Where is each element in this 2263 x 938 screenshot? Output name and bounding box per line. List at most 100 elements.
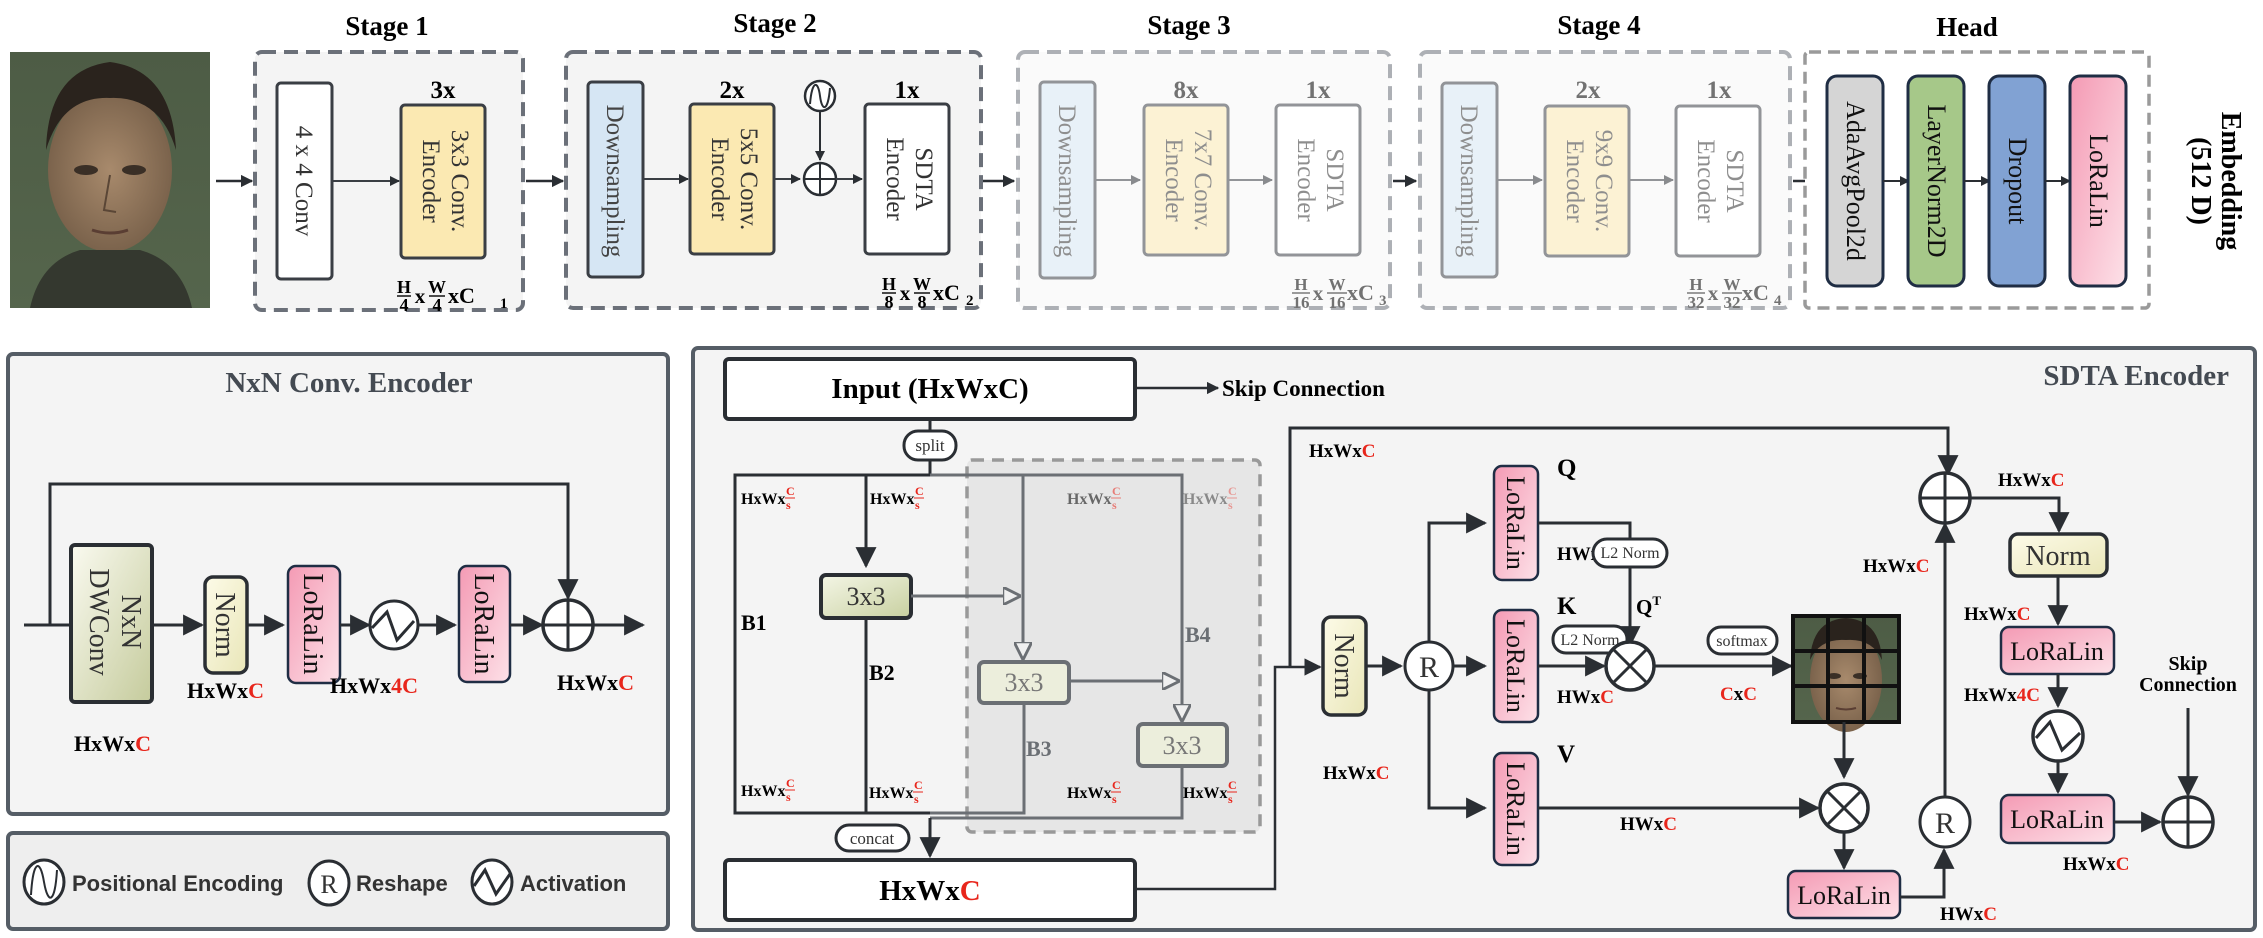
- svg-text:5x5 Conv.: 5x5 Conv.: [735, 128, 762, 231]
- svg-text:H: H: [882, 274, 896, 294]
- sdta-encoder-block[interactable]: [1274, 103, 1362, 257]
- legend-panel: Positional Encoding R Reshape Activation: [6, 831, 670, 931]
- svg-text:LoRaLin: LoRaLin: [1501, 619, 1530, 713]
- svg-text:32: 32: [1688, 293, 1705, 312]
- svg-text:Downsampling: Downsampling: [601, 105, 628, 258]
- dim-mlp-out: HxWxC: [2063, 854, 2130, 875]
- branch-label-b3: B3: [1026, 736, 1052, 761]
- svg-text:C: C: [1112, 778, 1121, 792]
- qt-label: QT: [1636, 593, 1661, 619]
- repeat-count: 3x: [431, 77, 457, 104]
- svg-text:Embedding: Embedding: [2215, 112, 2246, 251]
- svg-text:s: s: [1228, 792, 1233, 806]
- svg-text:LoRaLin: LoRaLin: [1797, 881, 1891, 910]
- svg-text:Encoder: Encoder: [881, 137, 908, 221]
- loralin-out-proj[interactable]: [1786, 869, 1902, 920]
- svg-text:x: x: [1313, 281, 1324, 305]
- l2norm-pill-k: [1551, 624, 1629, 655]
- svg-text:Encoder: Encoder: [1692, 139, 1719, 223]
- concat-pill: [834, 823, 911, 853]
- panel-title: NxN Conv. Encoder: [225, 367, 472, 399]
- svg-text:Downsampling: Downsampling: [1053, 105, 1080, 258]
- branch-dim-b4-top: HxWx C s: [1183, 484, 1237, 512]
- svg-text:s: s: [1228, 498, 1233, 512]
- conv3x3-encoder-block[interactable]: [399, 103, 487, 260]
- k-label: K: [1557, 593, 1577, 620]
- skip-connection-label: Skip Connection: [1222, 376, 1385, 401]
- reshape-icon: R: [1403, 640, 1455, 692]
- dim-cxc: CxC: [1720, 684, 1757, 705]
- svg-text:Dropout: Dropout: [2003, 138, 2032, 225]
- stage2-dims: H 8 x W 8 xC 2: [882, 274, 974, 312]
- svg-text:C: C: [1112, 484, 1121, 498]
- multiply-icon-qk: [1604, 640, 1656, 692]
- svg-text:3x3: 3x3: [1163, 731, 1202, 760]
- svg-text:L2 Norm: L2 Norm: [1560, 632, 1620, 649]
- skip-connection-label: Connection: [2139, 674, 2237, 696]
- svg-text:SDTA: SDTA: [1321, 148, 1348, 211]
- svg-text:softmax: softmax: [1716, 633, 1768, 650]
- svg-text:C: C: [914, 778, 923, 792]
- svg-text:HxWx: HxWx: [741, 783, 785, 800]
- svg-text:LoRaLin: LoRaLin: [2010, 637, 2104, 666]
- dim-add-out: HxWxC: [1998, 470, 2065, 491]
- svg-text:AdaAvgPool2d: AdaAvgPool2d: [1841, 101, 1870, 261]
- svg-text:Norm: Norm: [2025, 541, 2091, 572]
- reshape-icon: R: [307, 859, 351, 907]
- svg-text:W: W: [1724, 275, 1741, 294]
- head-title: Head: [1936, 12, 1998, 42]
- stage-3: Stage 3 Downsampling 8x 7x7 Conv. Encode…: [1016, 10, 1392, 312]
- svg-text:H: H: [397, 277, 411, 297]
- svg-text:s: s: [786, 498, 791, 512]
- softmax-pill: [1706, 625, 1779, 656]
- svg-text:8: 8: [885, 292, 894, 312]
- svg-text:x: x: [1708, 281, 1719, 305]
- svg-text:2x: 2x: [720, 77, 746, 104]
- svg-text:xC: xC: [448, 283, 475, 308]
- svg-text:Norm: Norm: [1328, 633, 1359, 699]
- svg-text:HxWx: HxWx: [1067, 785, 1111, 802]
- svg-text:3x3: 3x3: [1005, 668, 1044, 697]
- svg-text:concat: concat: [850, 829, 895, 848]
- svg-text:SDTA: SDTA: [1721, 149, 1748, 212]
- svg-text:Encoder: Encoder: [1292, 138, 1319, 222]
- svg-text:W: W: [428, 277, 446, 297]
- loralin-block[interactable]: [2068, 74, 2128, 288]
- svg-text:1: 1: [500, 296, 508, 312]
- svg-text:4: 4: [400, 295, 409, 315]
- branch-dim-b2-bottom: HxWx C s: [869, 778, 923, 806]
- svg-text:8: 8: [918, 292, 927, 312]
- reshape-icon: R: [1918, 795, 1972, 849]
- dim-residual-in: HxWxC: [1863, 556, 1930, 577]
- attention-map-image: [1791, 614, 1901, 732]
- svg-text:C: C: [786, 484, 795, 498]
- dim-mlp-hidden: HxWx4C: [1964, 685, 2040, 706]
- svg-text:Norm: Norm: [209, 592, 240, 658]
- activation-icon: [470, 858, 514, 906]
- legend-label: Reshape: [356, 871, 448, 896]
- svg-text:9x9 Conv.: 9x9 Conv.: [1590, 130, 1617, 233]
- svg-text:R: R: [1935, 807, 1955, 840]
- stage-1: Stage 1 4 x 4 Conv 3x 3x3 Conv. Encoder …: [253, 11, 525, 315]
- conv-encoder-panel: NxN Conv. Encoder NxN DWConv Norm LoRaLi…: [6, 352, 670, 816]
- svg-text:HxWx: HxWx: [1067, 491, 1111, 508]
- sdta-encoder-block[interactable]: [1674, 104, 1762, 258]
- svg-text:xC: xC: [1347, 280, 1374, 305]
- svg-text:H: H: [1689, 275, 1702, 294]
- svg-text:SDTA: SDTA: [910, 147, 937, 210]
- svg-text:HxWx: HxWx: [1183, 491, 1227, 508]
- panel-title: SDTA Encoder: [2043, 360, 2229, 392]
- dim-norm: HxWxC: [187, 678, 264, 703]
- svg-text:s: s: [1112, 498, 1117, 512]
- sdta-encoder-block[interactable]: [863, 102, 951, 256]
- dim-norm-in: HxWxC: [1323, 763, 1390, 784]
- svg-text:Encoder: Encoder: [417, 139, 444, 223]
- dim-v: HWxC: [1620, 814, 1677, 835]
- svg-text:HxWxC: HxWxC: [879, 875, 981, 907]
- loralin-mlp-2[interactable]: [1999, 793, 2116, 845]
- multiply-icon-av: [1818, 782, 1870, 834]
- stage-title: Stage 1: [345, 11, 428, 41]
- svg-text:3x3: 3x3: [847, 582, 886, 611]
- svg-text:NxN: NxN: [115, 595, 146, 649]
